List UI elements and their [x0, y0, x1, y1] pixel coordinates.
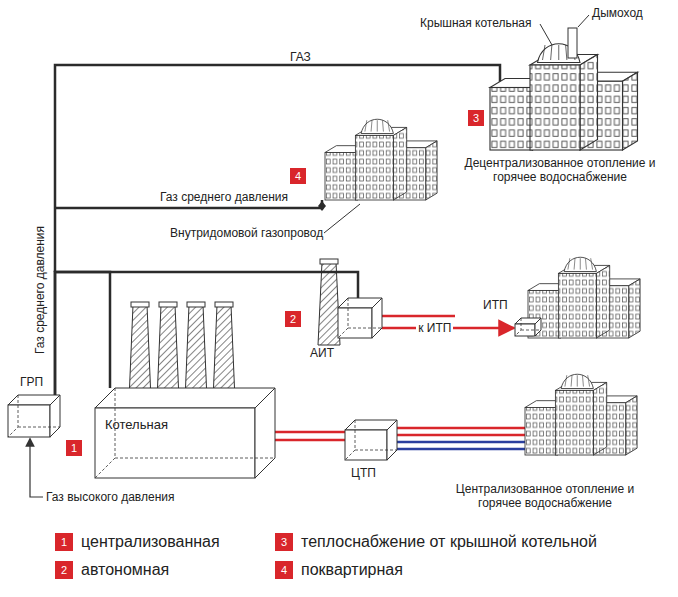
text-label: Дымоход: [592, 6, 643, 20]
legend-swatch: 2: [55, 561, 73, 579]
building: [528, 257, 640, 338]
flue-pipe: [568, 28, 577, 58]
legend-number: 4: [275, 561, 293, 579]
legend-text: поквартирная: [301, 560, 403, 580]
callout-number: 4: [290, 168, 306, 184]
legend-swatch: 1: [55, 533, 73, 551]
node-label: ЦТП: [351, 466, 376, 480]
box-outline: [515, 318, 541, 336]
building: [525, 374, 637, 455]
building: [325, 119, 437, 200]
text-label: Газ среднего давления: [160, 190, 288, 204]
text-label: Внутридомовой газопровод: [170, 226, 323, 240]
equipment-box: ГРП: [8, 395, 60, 437]
text-label: ГАЗ: [290, 50, 311, 64]
box-outline: [95, 388, 275, 478]
heat-pipe: [275, 439, 345, 442]
legend-number: 3: [275, 533, 293, 551]
heat-pipe: [382, 315, 455, 318]
node-label: ГРП: [20, 375, 43, 389]
node-label: АИТ: [310, 346, 334, 360]
legend-text: централизованная: [81, 532, 220, 552]
text-label: Централизованное отопление и горячее вод…: [440, 482, 650, 510]
heat-pipe: [275, 431, 345, 434]
edge-label: к ИТП: [416, 321, 453, 335]
node-label: ИТП: [483, 298, 508, 312]
box-outline: [345, 420, 397, 460]
equipment-box: Котельная: [95, 388, 275, 478]
legend-number: 2: [55, 561, 73, 579]
callout-number: 3: [468, 110, 484, 126]
vertical-label: Газ среднего давления: [33, 226, 47, 354]
legend-swatch: 3: [275, 533, 293, 551]
legend-number: 1: [55, 533, 73, 551]
node-label: Котельная: [105, 418, 168, 432]
building: [490, 44, 638, 150]
legend-text: автономная: [81, 560, 169, 580]
text-label: Крышная котельная: [420, 16, 532, 30]
equipment-box: ИТП: [515, 318, 541, 336]
leader-line: [578, 15, 589, 27]
box-outline: [8, 395, 60, 437]
heat-pipe: [397, 428, 534, 435]
gas-pipe: [55, 272, 110, 395]
text-label: Газ высокого давления: [46, 490, 174, 504]
legend-swatch: 4: [275, 561, 293, 579]
boiler-chimneys: [129, 302, 235, 400]
legend-text: теплоснабжение от крышной котельной: [301, 532, 597, 552]
buildings: [325, 44, 640, 455]
callout-number: 2: [285, 311, 301, 327]
gas-pipe: [55, 65, 500, 272]
return-pipe: [397, 442, 534, 449]
callout-number: 1: [66, 440, 82, 456]
gas-valve: [318, 201, 326, 211]
text-label: Децентрализованное отопление и горячее в…: [455, 156, 665, 184]
gas-inlet-arrow: [30, 442, 43, 497]
equipment-box: ЦТП: [345, 420, 397, 460]
gas-pipe: [55, 272, 358, 395]
box-outline: [338, 298, 382, 338]
equipment-box: АИТ: [338, 298, 382, 338]
leader-line: [324, 204, 360, 233]
